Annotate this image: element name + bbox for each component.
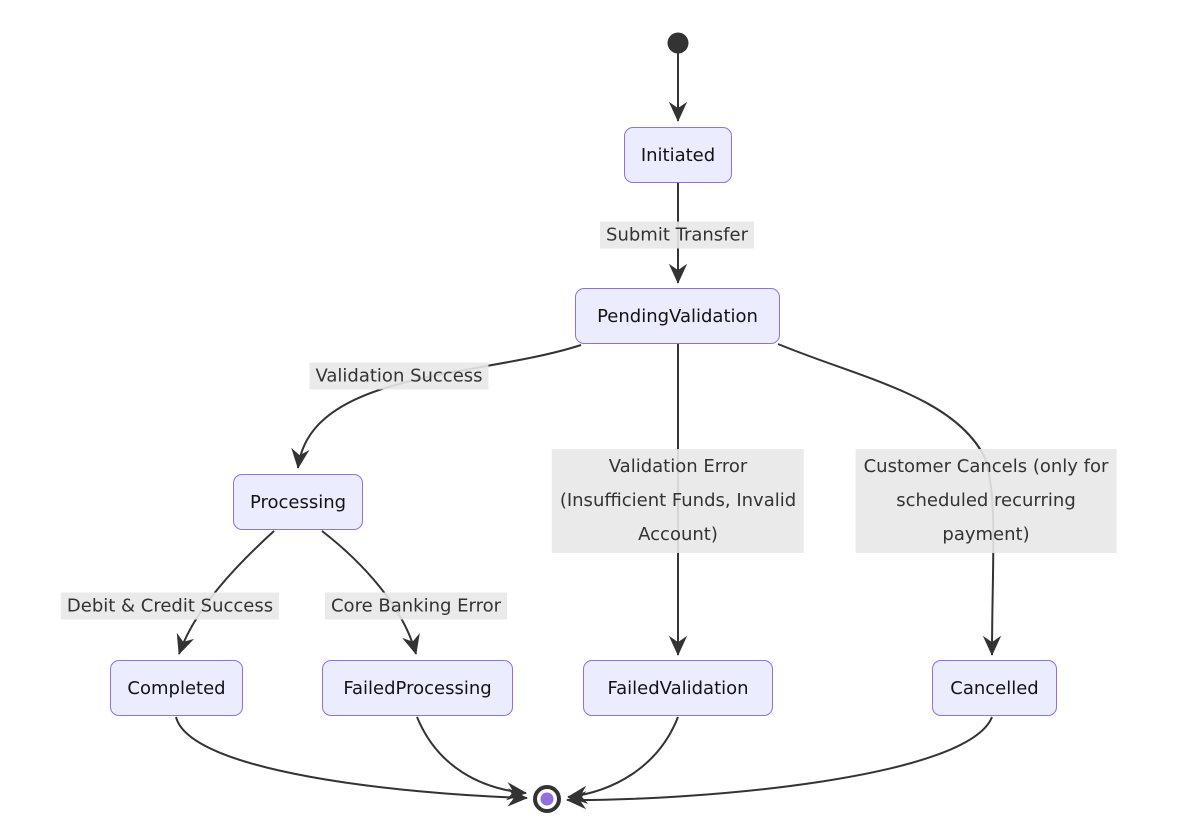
state-pending-validation-label: PendingValidation	[597, 305, 758, 327]
initial-state-dot	[667, 32, 689, 54]
state-initiated-label: Initiated	[640, 144, 716, 166]
state-failed-processing: FailedProcessing	[322, 660, 513, 716]
edge-completed-to-end	[175, 716, 528, 807]
edge-label-customer-cancels-line3: payment)	[942, 524, 1030, 545]
edge-processing-to-failedprocessing	[321, 530, 420, 655]
state-pending-validation: PendingValidation	[575, 288, 780, 344]
final-state-inner-dot	[540, 792, 554, 806]
final-state-marker	[533, 785, 561, 813]
edge-label-validation-error-line3: Account)	[638, 524, 718, 545]
state-initiated: Initiated	[624, 127, 732, 183]
edge-label-debit-credit-success: Debit & Credit Success	[60, 592, 280, 620]
edge-failedprocessing-to-end	[416, 716, 527, 801]
state-failed-validation: FailedValidation	[583, 660, 773, 716]
edge-label-core-banking-error: Core Banking Error	[324, 592, 508, 620]
state-failed-processing-label: FailedProcessing	[343, 677, 492, 699]
state-processing-label: Processing	[249, 491, 347, 513]
edge-label-validation-error-line2: (Insufficient Funds, Invalid	[559, 490, 797, 511]
edge-label-validation-success: Validation Success	[309, 362, 489, 390]
edge-failedvalidation-to-end	[567, 716, 679, 804]
state-completed: Completed	[110, 660, 243, 716]
edge-label-validation-error-line1: Validation Error	[608, 456, 748, 477]
state-cancelled: Cancelled	[932, 660, 1057, 716]
state-failed-validation-label: FailedValidation	[607, 677, 749, 699]
edge-cancelled-to-end	[566, 716, 993, 810]
edge-processing-to-completed	[176, 530, 275, 655]
state-completed-label: Completed	[127, 677, 226, 699]
edge-label-customer-cancels: Customer Cancels (only for scheduled rec…	[855, 449, 1117, 553]
edge-label-submit-transfer: Submit Transfer	[600, 221, 754, 249]
state-processing: Processing	[233, 474, 363, 530]
edge-label-customer-cancels-line1: Customer Cancels (only for	[863, 456, 1109, 477]
edge-label-customer-cancels-line2: scheduled recurring	[896, 490, 1076, 511]
edge-label-validation-error: Validation Error (Insufficient Funds, In…	[551, 449, 805, 553]
state-cancelled-label: Cancelled	[950, 677, 1039, 699]
